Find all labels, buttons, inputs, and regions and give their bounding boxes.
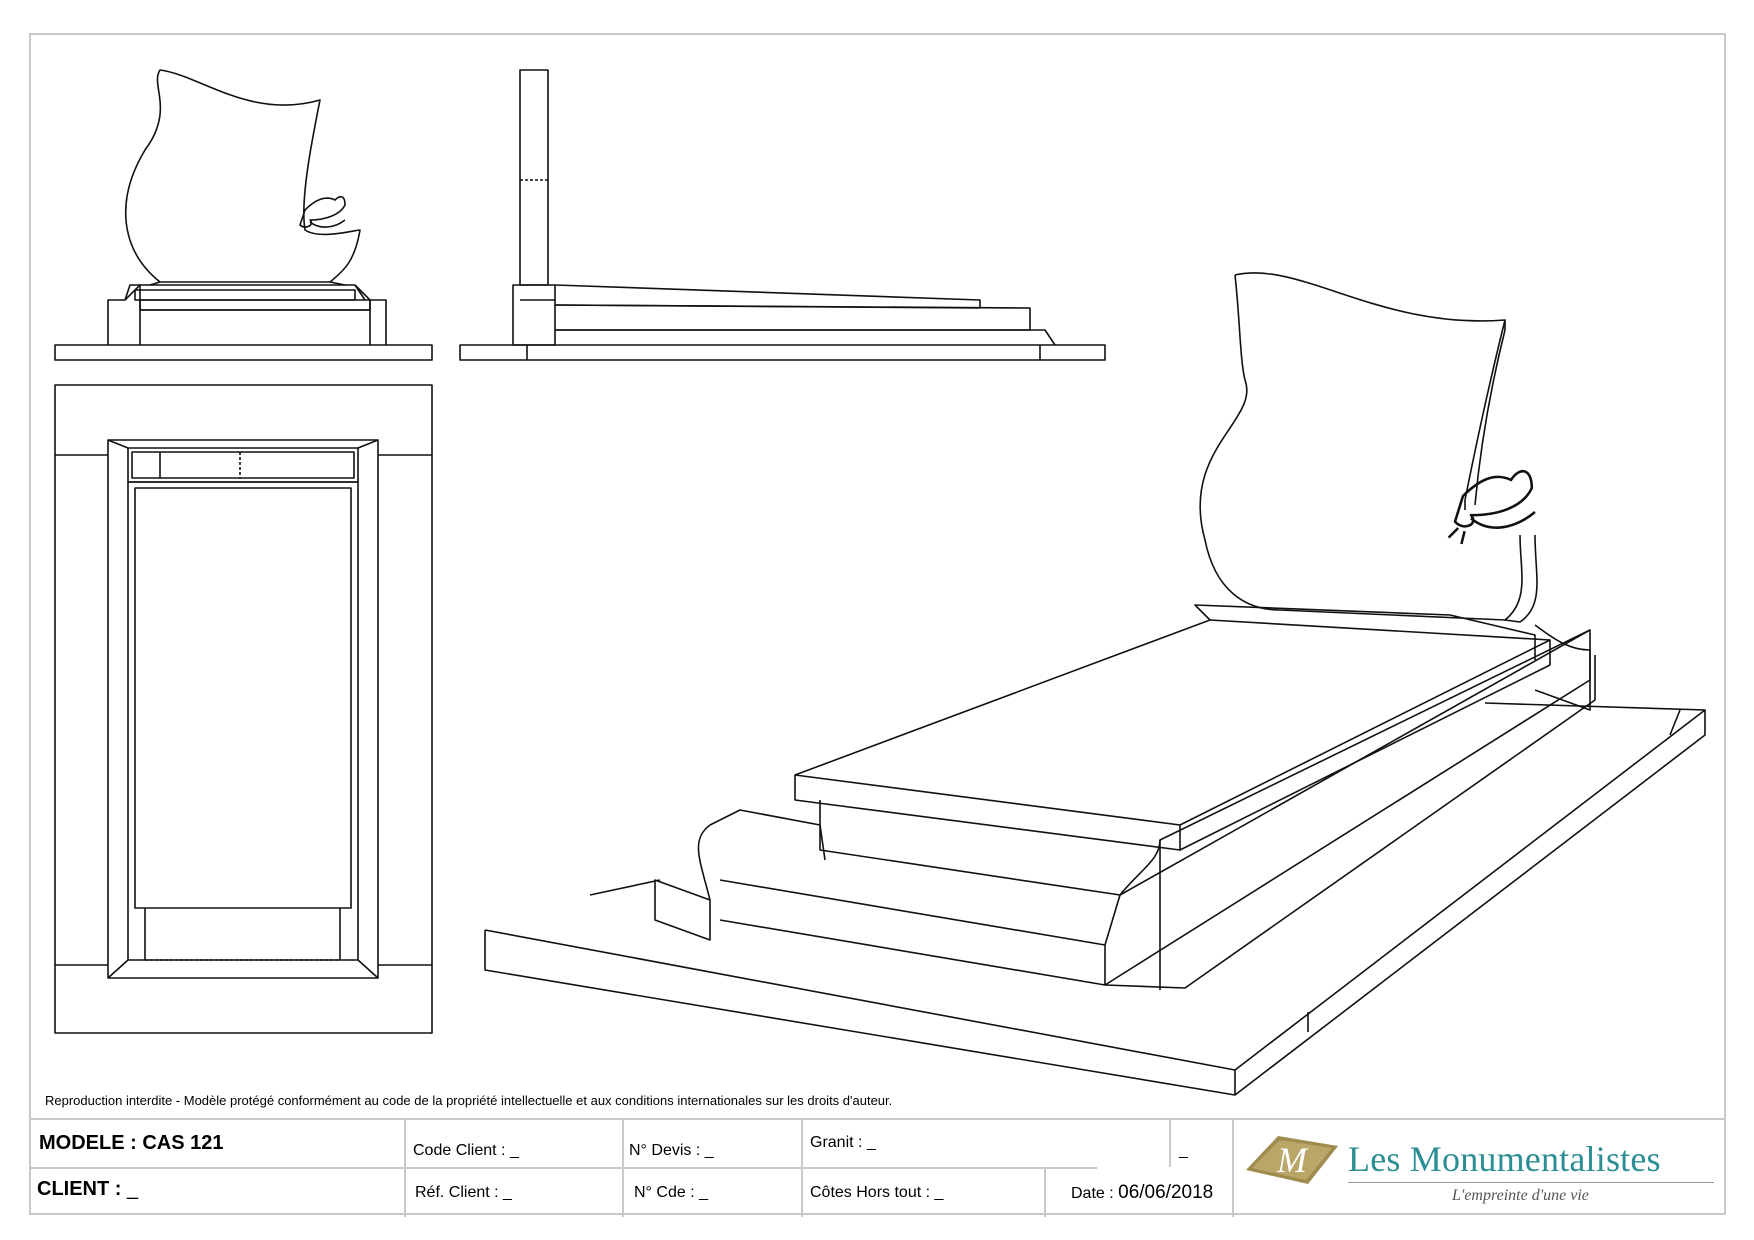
modele-field: MODELE : CAS 121 bbox=[39, 1132, 224, 1155]
granit-label: Granit : bbox=[810, 1134, 863, 1151]
client-field: CLIENT : _ bbox=[37, 1178, 138, 1201]
extra-value: _ bbox=[1179, 1142, 1188, 1159]
cde-value: _ bbox=[699, 1184, 708, 1201]
plan-view bbox=[54, 384, 433, 1034]
granit-value: _ bbox=[866, 1134, 876, 1151]
side-view bbox=[459, 69, 1106, 361]
front-view bbox=[54, 69, 433, 361]
logo-brand: Les Monumentalistes bbox=[1348, 1139, 1661, 1179]
front-stele bbox=[125, 69, 361, 283]
code-client-label: Code Client : bbox=[413, 1142, 506, 1159]
copyright-notice: Reproduction interdite - Modèle protégé … bbox=[45, 1093, 893, 1108]
logo-monogram: M bbox=[1246, 1136, 1338, 1184]
cotes-label: Côtes Hors tout : bbox=[810, 1184, 931, 1201]
modele-label: MODELE : bbox=[39, 1132, 137, 1154]
dove-ornament-icon bbox=[1447, 470, 1536, 545]
modele-value: CAS 121 bbox=[142, 1132, 224, 1154]
logo-divider bbox=[1348, 1182, 1714, 1183]
cde-field: N° Cde : _ bbox=[634, 1184, 708, 1202]
date-value: 06/06/2018 bbox=[1118, 1182, 1214, 1203]
perspective-view bbox=[484, 272, 1706, 1096]
granit-field: Granit : _ bbox=[810, 1134, 876, 1152]
date-label: Date : bbox=[1071, 1185, 1114, 1202]
cde-label: N° Cde : bbox=[634, 1184, 695, 1201]
code-client-field: Code Client : _ bbox=[413, 1142, 519, 1160]
extra-field: _ bbox=[1179, 1142, 1188, 1160]
logo-monogram-letter: M bbox=[1276, 1140, 1309, 1180]
ref-client-field: Réf. Client : _ bbox=[415, 1184, 512, 1202]
ref-client-value: _ bbox=[503, 1184, 512, 1201]
ref-client-label: Réf. Client : bbox=[415, 1184, 499, 1201]
code-client-value: _ bbox=[509, 1142, 519, 1159]
devis-label: N° Devis : bbox=[629, 1142, 701, 1159]
drawing-frame bbox=[29, 33, 1726, 1215]
title-block: MODELE : CAS 121 CLIENT : _ Code Client … bbox=[29, 1118, 1726, 1217]
date-field: Date : 06/06/2018 bbox=[1071, 1182, 1213, 1204]
devis-value: _ bbox=[704, 1142, 714, 1159]
cotes-field: Côtes Hors tout : _ bbox=[810, 1184, 943, 1202]
cotes-value: _ bbox=[934, 1184, 944, 1201]
client-value: _ bbox=[127, 1178, 139, 1200]
client-label: CLIENT : bbox=[37, 1178, 122, 1200]
devis-field: N° Devis : _ bbox=[629, 1142, 714, 1160]
logo-tagline: L'empreinte d'une vie bbox=[1452, 1187, 1589, 1204]
dove-ornament-icon bbox=[299, 195, 346, 228]
